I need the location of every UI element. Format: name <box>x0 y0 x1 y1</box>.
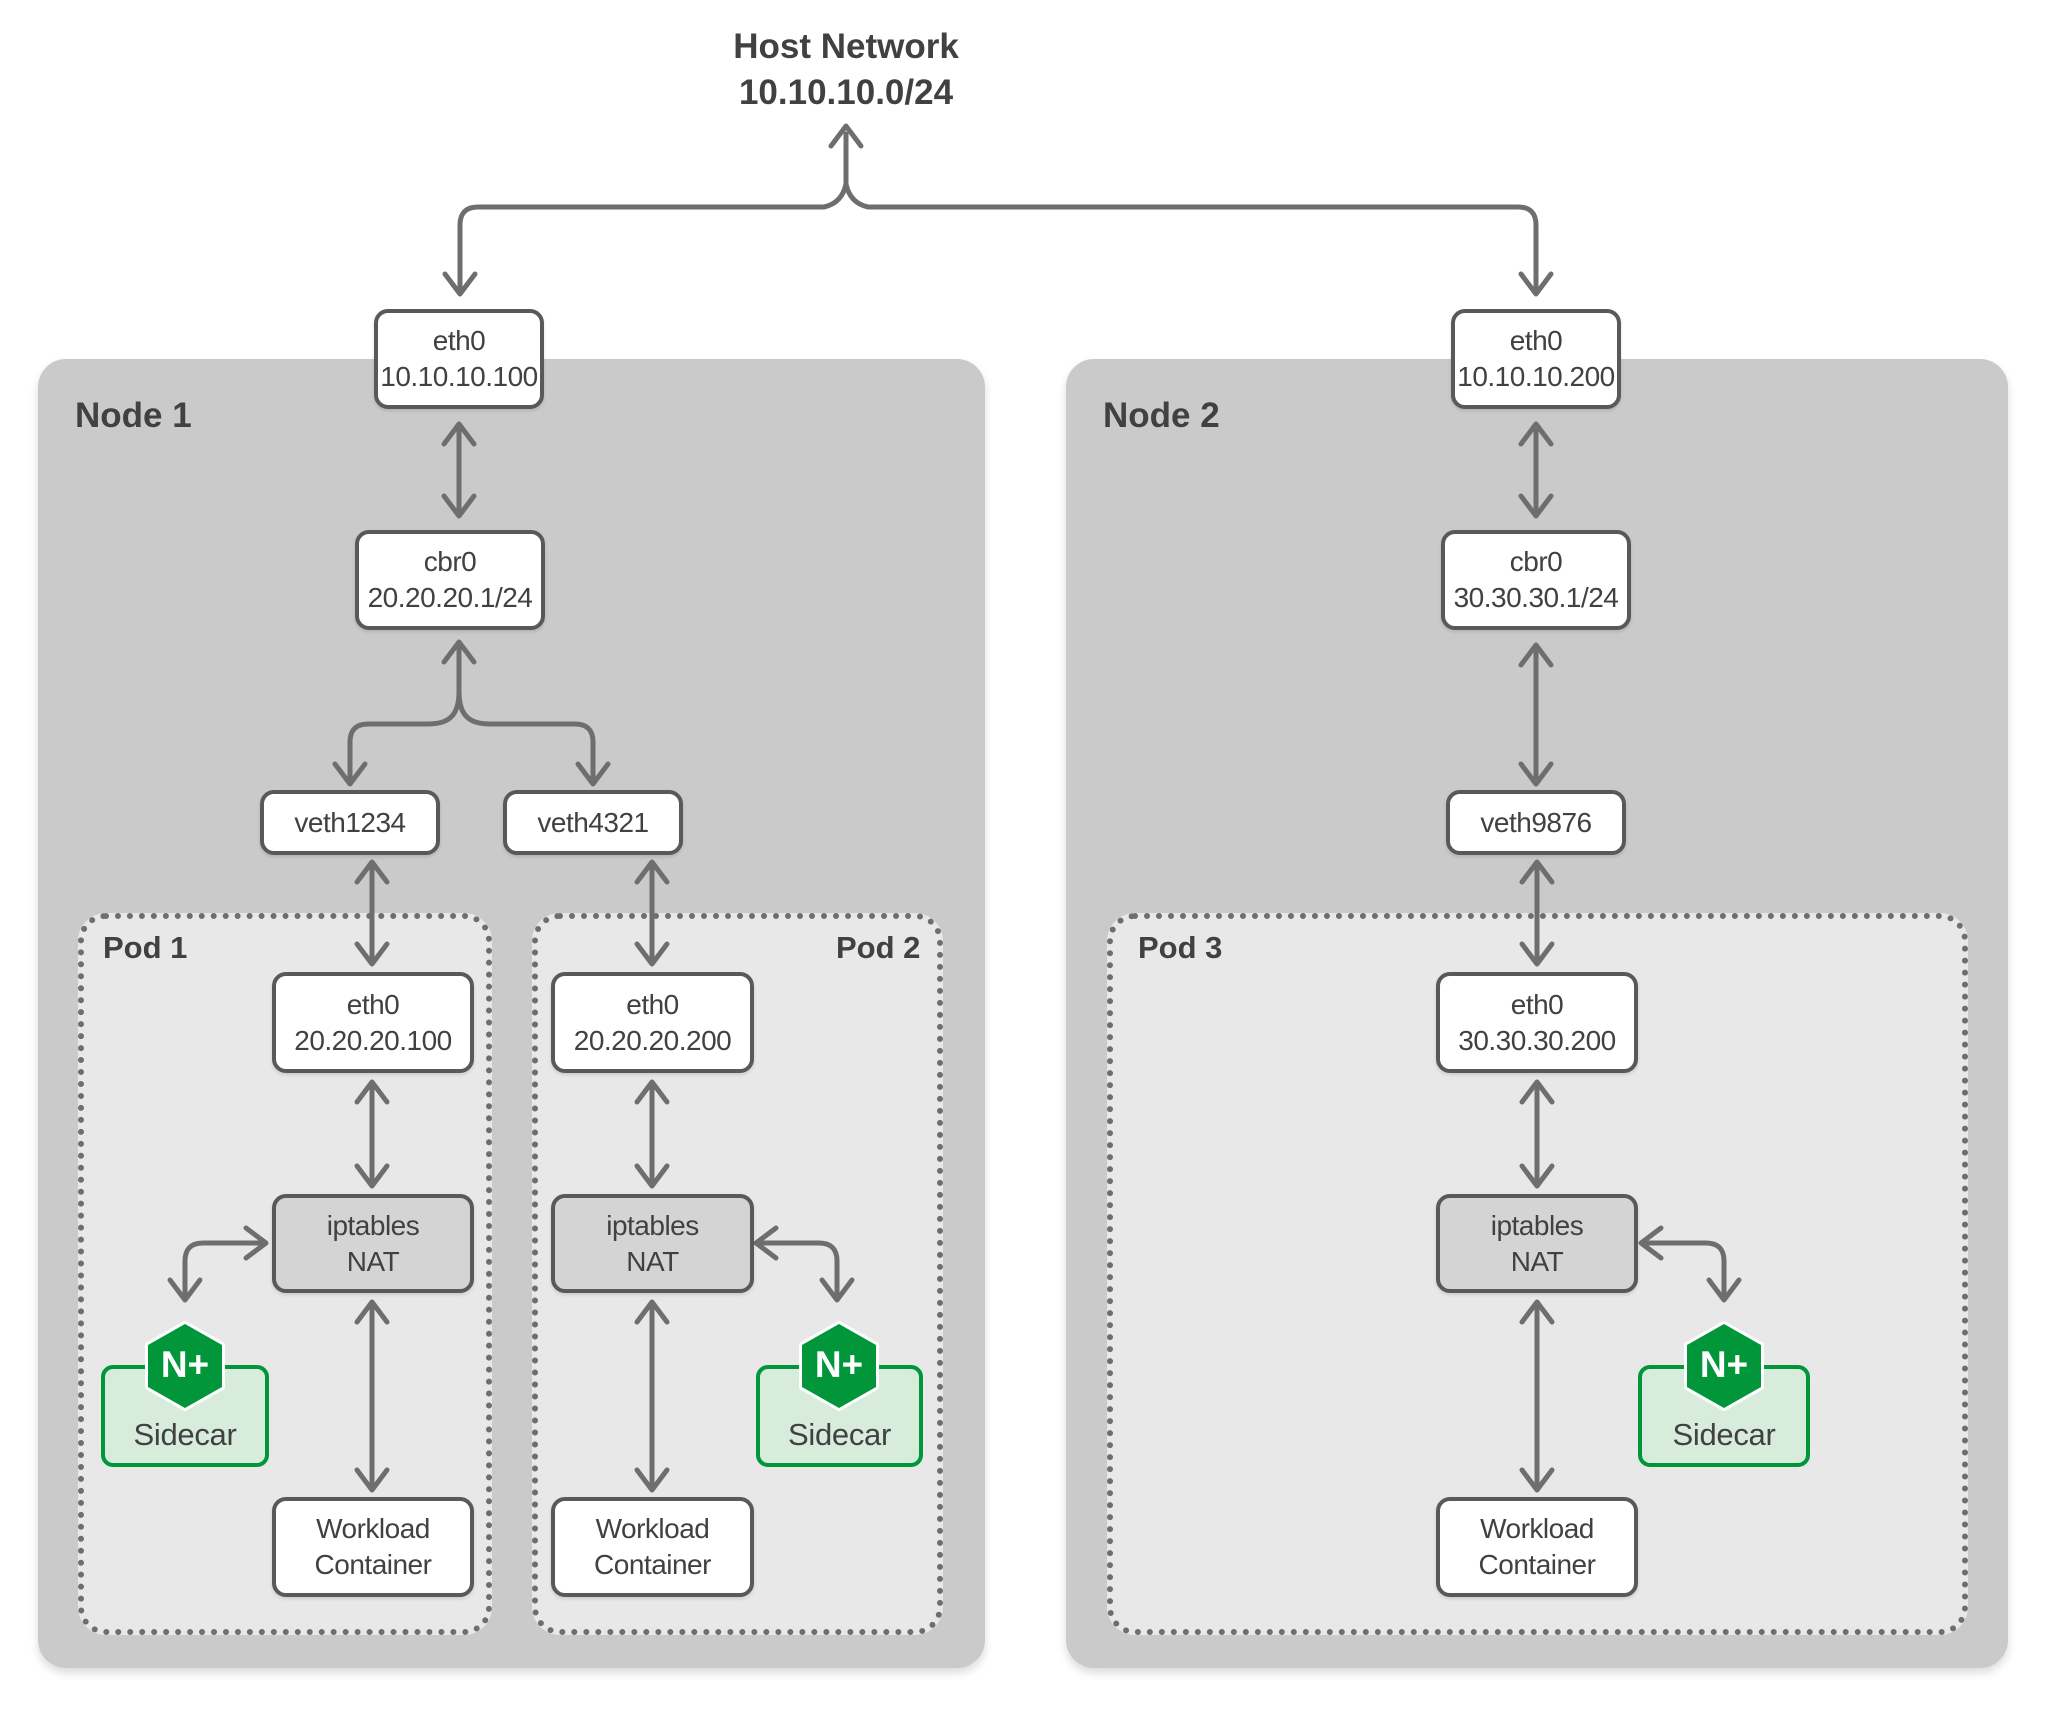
pod-2-label: Pod 2 <box>836 930 921 965</box>
node-1-label: Node 1 <box>75 396 192 435</box>
pod2-eth0-ip: 20.20.20.200 <box>573 1024 732 1056</box>
pod3-workload-container-box: Workload Container <box>1436 1497 1638 1597</box>
pod1-sidecar-label: Sidecar <box>133 1417 237 1452</box>
pod3-nat-line1: iptables <box>1490 1209 1584 1241</box>
pod3-eth0-ip: 30.30.30.200 <box>1458 1024 1616 1056</box>
nginx-plus-icon: N+ <box>1684 1321 1764 1411</box>
node2-eth0-name: eth0 <box>1509 325 1563 357</box>
pod3-eth0-box: eth0 30.30.30.200 <box>1436 972 1638 1073</box>
pod3-iptables-nat-box: iptables NAT <box>1436 1194 1638 1293</box>
node-2-label: Node 2 <box>1103 396 1220 435</box>
pod1-workload-container-box: Workload Container <box>272 1497 474 1597</box>
veth1234-box: veth1234 <box>260 790 440 855</box>
pod2-nat-line1: iptables <box>606 1209 699 1241</box>
pod3-nat-line2: NAT <box>1510 1245 1564 1277</box>
pod2-sidecar-label: Sidecar <box>787 1417 891 1452</box>
node1-eth0-ip: 10.10.10.100 <box>380 361 538 392</box>
pod2-eth0-box: eth0 20.20.20.200 <box>551 972 754 1073</box>
nginx-plus-icon: N+ <box>145 1321 225 1411</box>
node2-eth0-ip: 10.10.10.200 <box>1457 361 1615 392</box>
host-network-label: Host Network <box>733 27 959 66</box>
node1-cbr0-name: cbr0 <box>423 546 477 578</box>
svg-text:N+: N+ <box>161 1344 209 1385</box>
node2-cbr0-box: cbr0 30.30.30.1/24 <box>1441 530 1631 630</box>
diagram-title: Host Network 10.10.10.0/24 <box>646 24 1046 116</box>
veth4321-box: veth4321 <box>503 790 683 855</box>
node1-eth0-box: eth0 10.10.10.100 <box>374 309 544 409</box>
host-network-cidr: 10.10.10.0/24 <box>738 73 954 113</box>
svg-text:N+: N+ <box>1700 1344 1748 1385</box>
pod1-eth0-name: eth0 <box>346 988 400 1020</box>
svg-text:N+: N+ <box>815 1344 863 1385</box>
pod1-eth0-ip: 20.20.20.100 <box>294 1024 452 1056</box>
nginx-plus-icon: N+ <box>799 1321 879 1411</box>
pod2-sidecar-box: Sidecar <box>756 1365 923 1467</box>
node2-cbr0-name: cbr0 <box>1509 546 1563 578</box>
node2-eth0-box: eth0 10.10.10.200 <box>1451 309 1621 409</box>
pod-1-label: Pod 1 <box>103 930 188 965</box>
pod1-iptables-nat-box: iptables NAT <box>272 1194 474 1293</box>
veth9876-box: veth9876 <box>1446 790 1626 855</box>
pod2-iptables-nat-box: iptables NAT <box>551 1194 754 1293</box>
pod-3-label: Pod 3 <box>1138 930 1223 965</box>
pod3-sidecar-label: Sidecar <box>1672 1417 1776 1452</box>
pod1-workload-line1: Workload <box>316 1513 430 1545</box>
node1-eth0-name: eth0 <box>432 325 486 357</box>
node1-cbr0-ip: 20.20.20.1/24 <box>367 582 533 613</box>
pod3-workload-line2: Container <box>1478 1549 1596 1580</box>
pod3-workload-line1: Workload <box>1480 1513 1594 1545</box>
pod3-eth0-name: eth0 <box>1510 988 1564 1020</box>
pod2-workload-line2: Container <box>594 1549 711 1580</box>
node1-cbr0-box: cbr0 20.20.20.1/24 <box>355 530 545 630</box>
pod2-nat-line2: NAT <box>626 1245 679 1277</box>
pod1-nat-line2: NAT <box>346 1245 400 1277</box>
pod1-nat-line1: iptables <box>326 1209 420 1241</box>
pod1-eth0-box: eth0 20.20.20.100 <box>272 972 474 1073</box>
pod2-workload-line1: Workload <box>595 1513 710 1545</box>
pod2-eth0-name: eth0 <box>626 988 679 1020</box>
node2-cbr0-ip: 30.30.30.1/24 <box>1453 582 1619 613</box>
pod1-workload-line2: Container <box>314 1549 432 1580</box>
pod2-workload-container-box: Workload Container <box>551 1497 754 1597</box>
